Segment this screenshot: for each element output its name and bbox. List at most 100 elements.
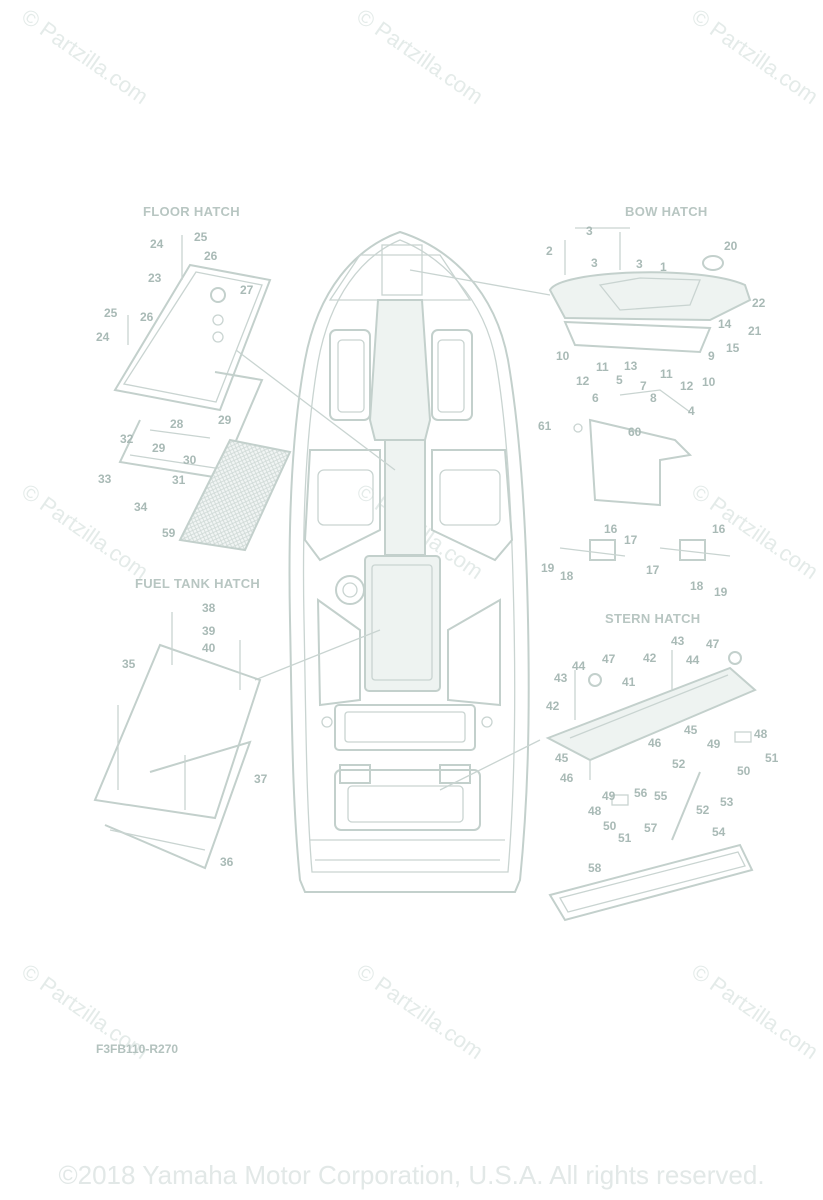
part-number-36: 36 [220,855,234,869]
part-number-45: 45 [684,723,698,737]
part-number-13: 13 [624,359,638,373]
part-number-44: 44 [686,653,700,667]
part-number-57: 57 [644,821,658,835]
part-number-7: 7 [640,379,647,393]
diagram-code: F3FB110-R270 [96,1042,179,1056]
part-number-16: 16 [604,522,618,536]
part-number-19: 19 [714,585,728,599]
part-number-8: 8 [650,391,657,405]
part-number-11: 11 [596,360,609,374]
part-number-31: 31 [172,473,186,487]
part-number-18: 18 [690,579,704,593]
part-number-43: 43 [671,634,685,648]
part-number-17: 17 [646,563,660,577]
part-number-61: 61 [538,419,552,433]
part-number-37: 37 [254,772,268,786]
part-number-22: 22 [752,296,766,310]
part-number-51: 51 [765,751,779,765]
watermark-text: © Partzilla.com [352,4,488,110]
part-number-56: 56 [634,786,648,800]
part-number-52: 52 [696,803,710,817]
part-number-25: 25 [104,306,118,320]
part-number-42: 42 [546,699,560,713]
part-number-16: 16 [712,522,726,536]
part-number-46: 46 [648,736,662,750]
watermark-text: © Partzilla.com [687,4,823,110]
watermark-text: © Partzilla.com [352,959,488,1065]
part-number-20: 20 [724,239,738,253]
part-number-40: 40 [202,641,216,655]
watermark-text: © Partzilla.com [17,479,153,585]
floor-hatch-title: FLOOR HATCH [143,204,240,219]
part-number-59: 59 [162,526,176,540]
part-number-10: 10 [702,375,716,389]
watermark-text: © Partzilla.com [17,4,153,110]
fuel-tank-hatch-assembly [93,612,262,870]
part-number-39: 39 [202,624,216,638]
bow-hatch-title: BOW HATCH [625,204,708,219]
part-number-29: 29 [218,413,232,427]
part-number-32: 32 [120,432,134,446]
part-number-48: 48 [588,804,602,818]
part-number-4: 4 [688,404,695,418]
part-number-50: 50 [603,819,617,833]
part-number-24: 24 [150,237,164,251]
part-number-55: 55 [654,789,668,803]
part-number-58: 58 [588,861,602,875]
part-number-46: 46 [560,771,574,785]
section-titles: FLOOR HATCH BOW HATCH FUEL TANK HATCH ST… [135,204,708,626]
watermark-text: © Partzilla.com [687,959,823,1065]
stern-hatch-assembly [545,650,757,922]
part-number-48: 48 [754,727,768,741]
fuel-tank-hatch-title: FUEL TANK HATCH [135,576,260,591]
leader-lines [235,269,551,791]
part-number-52: 52 [672,757,686,771]
part-number-1: 1 [660,260,667,274]
part-number-49: 49 [707,737,721,751]
part-number-27: 27 [240,283,254,297]
stern-hatch-title: STERN HATCH [605,611,701,626]
boat-hull [288,230,530,893]
part-number-42: 42 [643,651,657,665]
part-number-53: 53 [720,795,734,809]
part-number-21: 21 [748,324,762,338]
part-number-9: 9 [708,349,715,363]
part-number-23: 23 [148,271,162,285]
floor-hatch-assembly [113,235,292,552]
part-number-3: 3 [636,257,643,271]
part-number-47: 47 [602,652,616,666]
part-number-5: 5 [616,373,623,387]
part-number-25: 25 [194,230,208,244]
copyright-notice: ©2018 Yamaha Motor Corporation, U.S.A. A… [58,1160,765,1190]
part-number-12: 12 [576,374,590,388]
part-number-38: 38 [202,601,216,615]
part-number-47: 47 [706,637,720,651]
part-number-29: 29 [152,441,166,455]
part-number-41: 41 [622,675,636,689]
bow-hatch-assembly [548,227,752,561]
part-number-17: 17 [624,533,638,547]
part-number-26: 26 [204,249,218,263]
part-number-3: 3 [591,256,598,270]
part-number-44: 44 [572,659,586,673]
part-number-10: 10 [556,349,570,363]
part-number-2: 2 [546,244,553,258]
part-number-49: 49 [602,789,616,803]
part-number-28: 28 [170,417,184,431]
part-number-60: 60 [628,425,642,439]
part-number-54: 54 [712,825,726,839]
part-number-34: 34 [134,500,148,514]
part-number-14: 14 [718,317,732,331]
part-number-45: 45 [555,751,569,765]
watermark-text: © Partzilla.com [687,479,823,585]
part-number-24: 24 [96,330,110,344]
part-number-19: 19 [541,561,555,575]
part-number-50: 50 [737,764,751,778]
part-number-30: 30 [183,453,197,467]
part-number-35: 35 [122,657,136,671]
part-number-26: 26 [140,310,154,324]
part-number-11: 11 [660,367,673,381]
part-number-43: 43 [554,671,568,685]
